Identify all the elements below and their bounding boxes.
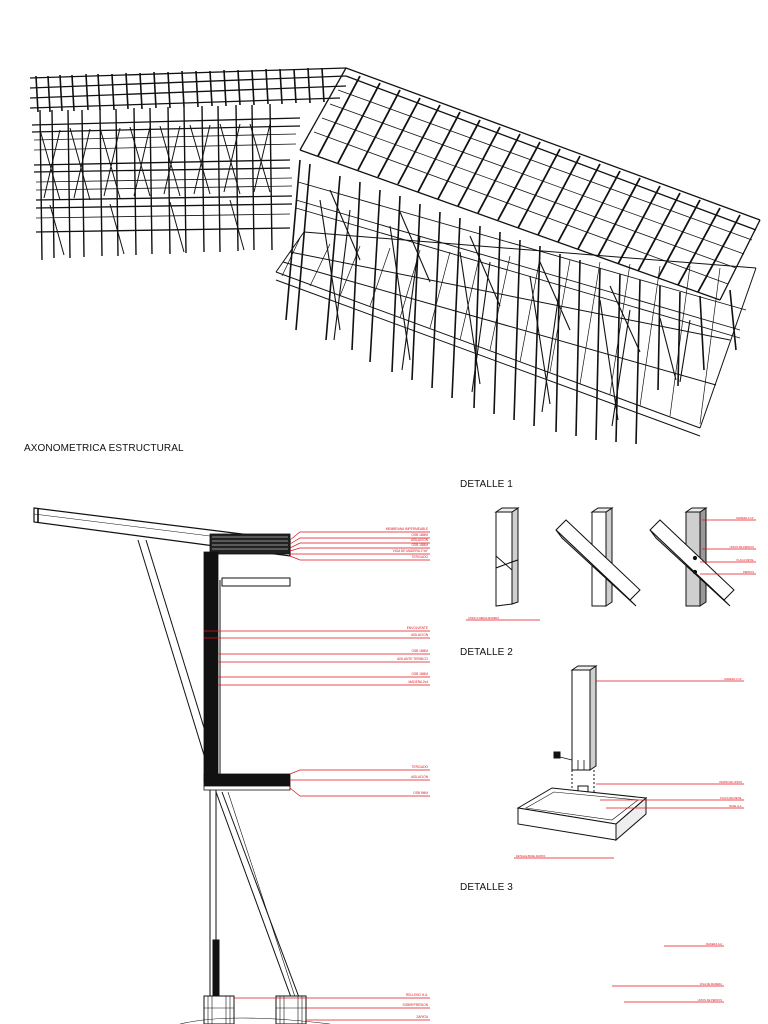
detail-2-label: PLACA DE METAL bbox=[720, 796, 742, 800]
section-leaders bbox=[204, 531, 430, 1021]
section-label: SOBREPRESION bbox=[402, 1003, 428, 1007]
section-label: ENVOLVENTE bbox=[407, 626, 428, 630]
section-label: VIGA DE MADERA 2"x6" bbox=[393, 549, 428, 553]
detail-2-leaders bbox=[514, 680, 744, 859]
section-label: MEMBRANA IMPERMEABLE bbox=[386, 527, 428, 531]
axonometric-drawing bbox=[29, 67, 761, 445]
section-label: RELLENO H.A. bbox=[406, 993, 428, 997]
detail-3-leaders bbox=[612, 945, 724, 1003]
detail-2-label: PERNO DE UNION bbox=[719, 780, 742, 784]
section-label: AISLACION bbox=[411, 633, 429, 637]
section-label: AISLACION bbox=[411, 775, 429, 779]
detail-3-label: MADERA 4x4 bbox=[706, 942, 722, 946]
section-label: MADERA 2x4 bbox=[409, 680, 429, 684]
detail-3-title: DETALLE 3 bbox=[460, 882, 513, 893]
detail-1-label: UNION DE PERNOS bbox=[730, 545, 755, 549]
detail-1-title: DETALLE 1 bbox=[460, 479, 513, 490]
section-label: AISLANTE TERMICO bbox=[397, 657, 428, 661]
detail-1-label: PLACA METAL bbox=[736, 558, 754, 562]
detail-2-label: BASE H.A. bbox=[729, 804, 742, 808]
detail-2-label: DETALLE BASE ZAPATA bbox=[516, 854, 545, 858]
section-label: AISLACION bbox=[411, 538, 429, 542]
detail-1-label: MADERA 4"x4" bbox=[736, 516, 754, 520]
section-label: ZAPATA bbox=[416, 1015, 429, 1019]
detail-2-label: MADERA 4"x4" bbox=[724, 677, 742, 681]
detail-1-drawing bbox=[494, 507, 735, 607]
detail-1-label: PERNOS bbox=[743, 570, 754, 574]
section-label: OSB 9MM bbox=[413, 791, 428, 795]
detail-3-label: UNION DE PERNOS bbox=[698, 998, 723, 1002]
section-label: OSB 18MM bbox=[412, 649, 429, 653]
right-wing bbox=[275, 67, 761, 445]
section-label: OSB 18MM bbox=[412, 533, 429, 537]
section-label: OSB 18MM bbox=[412, 543, 429, 547]
section-label: TERCIADO bbox=[412, 765, 429, 769]
axonometric-title: AXONOMETRICA ESTRUCTURAL bbox=[24, 443, 184, 454]
detail-1-leaders bbox=[466, 519, 756, 621]
section-label: OSB 18MM bbox=[412, 672, 429, 676]
section-label-group: MEMBRANA IMPERMEABLE OSB 18MM AISLACION … bbox=[386, 527, 429, 1019]
detail-2-title: DETALLE 2 bbox=[460, 647, 513, 658]
detail-1-label: UNION A MEDIA MADERA bbox=[468, 616, 499, 620]
left-wing bbox=[29, 67, 347, 261]
detail-2-drawing bbox=[516, 665, 648, 842]
detail-3-label: VIGA DE MADERA bbox=[700, 982, 722, 986]
section-label: TERCIADO bbox=[412, 555, 429, 559]
